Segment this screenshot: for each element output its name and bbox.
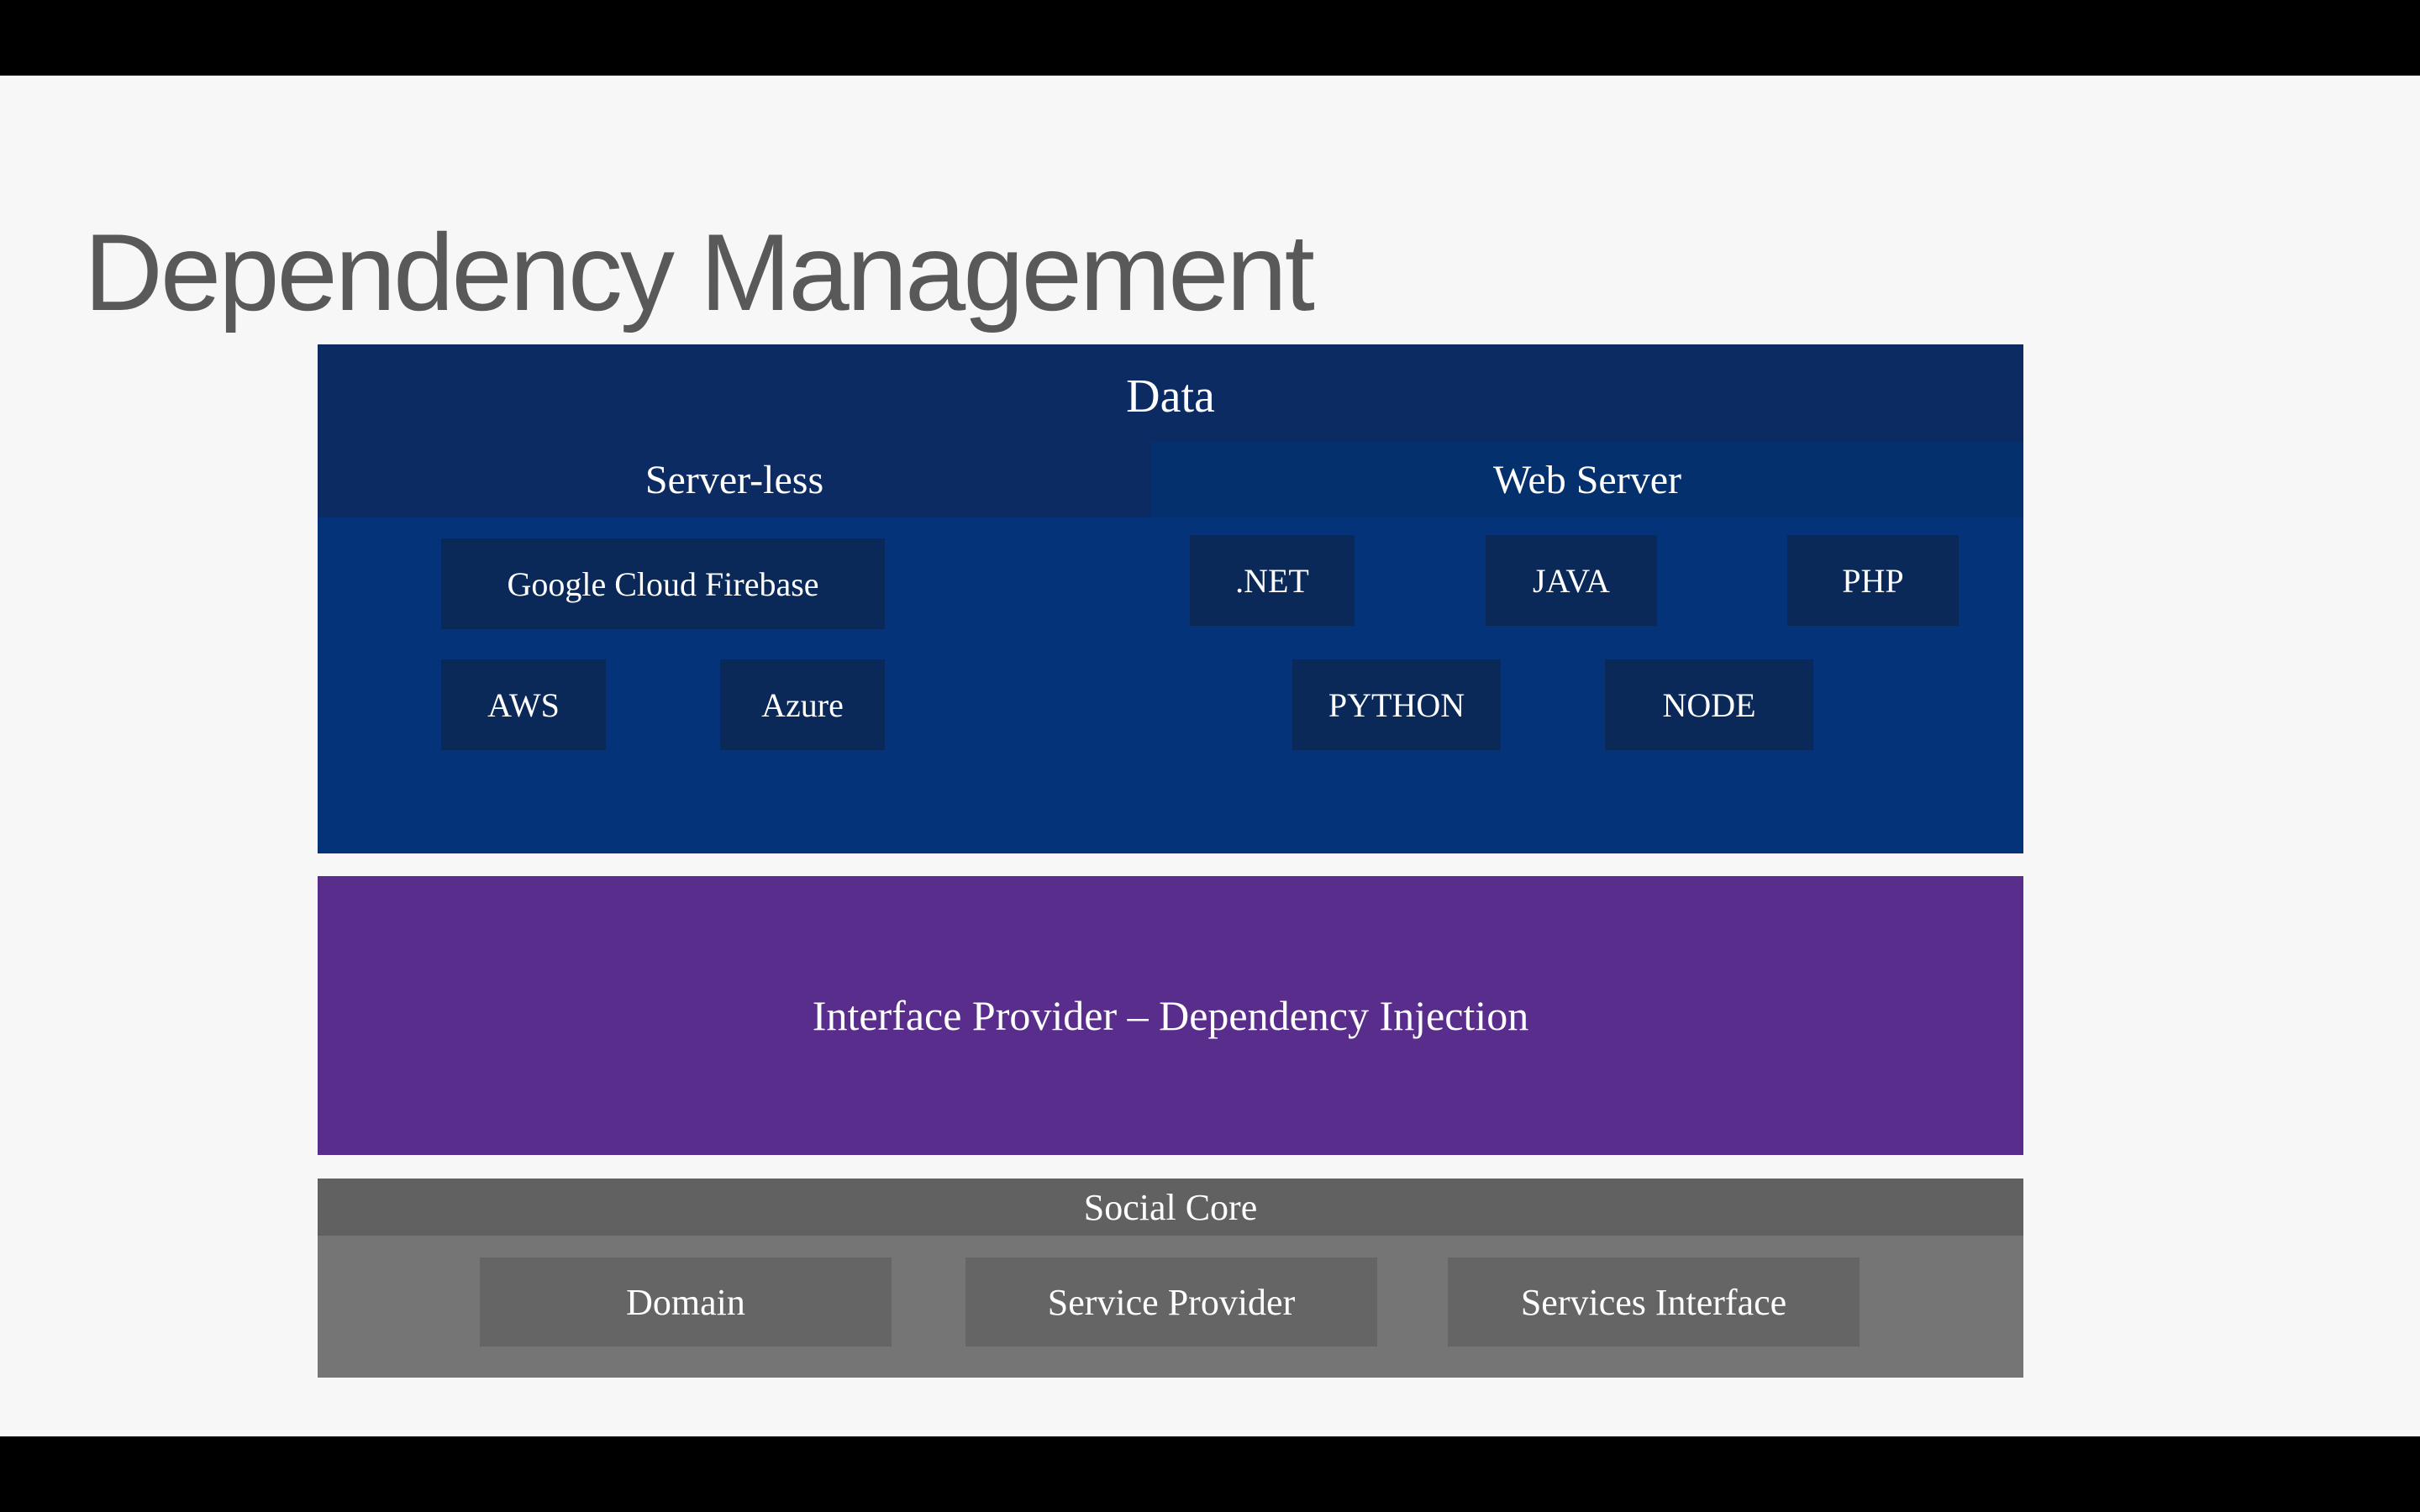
serverless-section-header: Server-less: [644, 457, 824, 502]
letterbox-top-bar: [0, 0, 2420, 76]
letterbox-bottom-bar: [0, 1436, 2420, 1512]
chip-java: JAVA: [1486, 535, 1657, 626]
data-layer-box: Data Server-less Web Server Google Cloud…: [318, 344, 2023, 853]
social-core-layer-box: Social Core Domain Service Provider Serv…: [318, 1179, 2023, 1378]
chip-domain: Domain: [480, 1257, 892, 1347]
chip-python: PYTHON: [1292, 659, 1501, 750]
chip-service-provider: Service Provider: [965, 1257, 1377, 1347]
data-layer-title: Data: [1126, 370, 1215, 423]
slide-title: Dependency Management: [84, 211, 1315, 334]
chip-dotnet: .NET: [1190, 535, 1355, 626]
interface-provider-layer-box: Interface Provider – Dependency Injectio…: [318, 876, 2023, 1155]
chip-node: NODE: [1605, 659, 1813, 750]
chip-aws: AWS: [441, 659, 606, 750]
chip-php: PHP: [1787, 535, 1959, 626]
chip-services-interface: Services Interface: [1448, 1257, 1860, 1347]
webserver-section-header: Web Server: [1151, 442, 2023, 517]
chip-google-cloud-firebase: Google Cloud Firebase: [441, 538, 885, 629]
social-core-header: Social Core: [318, 1179, 2023, 1236]
chip-azure: Azure: [720, 659, 885, 750]
